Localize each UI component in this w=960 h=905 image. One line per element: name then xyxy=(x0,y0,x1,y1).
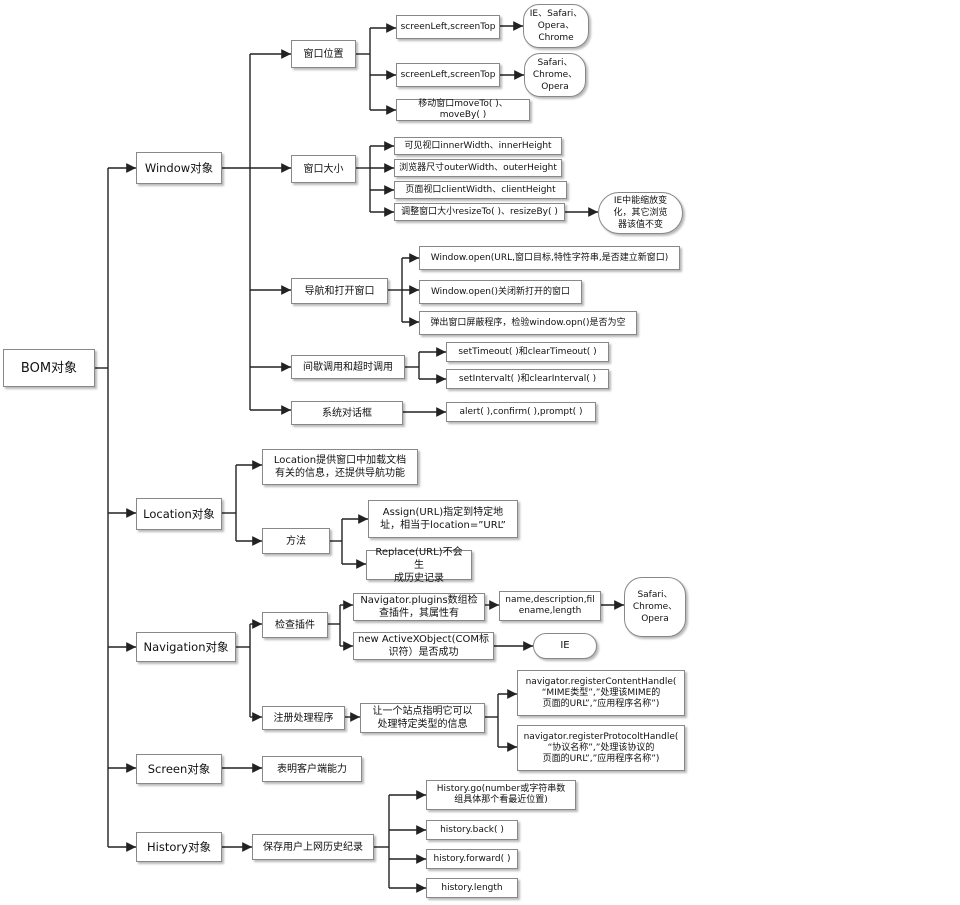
replace-url-node: Replace(URL)不会生 成历史记录 xyxy=(366,547,472,584)
history-length-node: history.length xyxy=(426,878,518,898)
interval-timeout-node: 间歇调用和超时调用 xyxy=(291,355,405,379)
root-node-bom: BOM对象 xyxy=(3,349,95,387)
window-size-node: 窗口大小 xyxy=(291,155,356,183)
window-position-node: 窗口位置 xyxy=(291,40,356,68)
history-forward-node: history.forward( ) xyxy=(426,849,518,869)
location-methods-node: 方法 xyxy=(262,528,330,554)
history-desc-node: 保存用户上网历史纪录 xyxy=(252,834,374,860)
register-handlers-node: 注册处理程序 xyxy=(262,706,345,730)
browsers-ie-safari-opera-chrome-node: IE、Safari、 Opera、 Chrome xyxy=(523,4,589,48)
inner-size-node: 可见视口innerWidth、innerHeight xyxy=(394,137,562,155)
window-open-node: Window.open(URL,窗口目标,特性字符串,是否建立新窗口) xyxy=(419,246,680,270)
register-protocol-handler-node: navigator.registerProtocoltHandle( “协议名称… xyxy=(517,725,685,771)
history-object-node: History对象 xyxy=(136,832,222,862)
location-desc-node: Location提供窗口中加载文档 有关的信息，还提供导航功能 xyxy=(262,449,418,485)
assign-url-node: Assign(URL)指定到特定地 址，相当于location=”URL” xyxy=(368,500,518,538)
client-size-node: 页面视口clientWidth、clientHeight xyxy=(394,181,567,199)
screen-desc-node: 表明客户端能力 xyxy=(262,756,362,782)
screen-object-node: Screen对象 xyxy=(136,754,222,784)
activex-object-node: new ActiveXObject(COM标 识符）是否成功 xyxy=(353,632,494,660)
move-window-node: 移动窗口moveTo( )、moveBy( ) xyxy=(396,99,530,121)
settimeout-node: setTimeout( )和clearTimeout( ) xyxy=(446,342,609,362)
history-back-node: history.back( ) xyxy=(426,820,518,840)
setinterval-node: setIntervalt( )和clearInterval( ) xyxy=(446,369,609,389)
history-go-node: History.go(number或字符串数 组具体那个看最近位置) xyxy=(426,780,576,810)
outer-size-node: 浏览器尺寸outerWidth、outerHeight xyxy=(394,159,562,177)
screenleft-screentop-node-1: screenLeft,screenTop xyxy=(396,15,500,39)
popup-blocker-node: 弹出窗口屏蔽程序，检验window.opn()是否为空 xyxy=(419,311,637,335)
plugin-props-node: name,description,fil ename,length xyxy=(499,591,601,621)
resize-note-node: IE中能缩放变 化，其它浏览 器该值不变 xyxy=(598,192,683,234)
register-content-handler-node: navigator.registerContentHandle( “MIME类型… xyxy=(517,670,685,716)
dialog-methods-node: alert( ),confirm( ),prompt( ) xyxy=(446,402,596,422)
screenleft-screentop-node-2: screenLeft,screenTop xyxy=(396,63,500,87)
navigate-open-window-node: 导航和打开窗口 xyxy=(291,278,388,304)
navigation-object-node: Navigation对象 xyxy=(136,632,236,662)
window-object-node: Window对象 xyxy=(136,152,222,184)
location-object-node: Location对象 xyxy=(136,498,222,530)
window-close-node: Window.open()关闭新打开的窗口 xyxy=(419,280,582,304)
handlers-desc-node: 让一个站点指明它可以 处理特定类型的信息 xyxy=(360,703,485,733)
plugin-browsers-node: Safari、 Chrome、 Opera xyxy=(624,577,686,637)
system-dialogs-node: 系统对话框 xyxy=(291,401,403,425)
resize-node: 调整窗口大小resizeTo( )、resizeBy( ) xyxy=(394,203,565,221)
check-plugins-node: 检查插件 xyxy=(262,612,328,638)
activex-ie-node: IE xyxy=(533,633,597,659)
browsers-safari-chrome-opera-node: Safari、 Chrome、 Opera xyxy=(524,53,586,97)
navigator-plugins-node: Navigator.plugins数组检 查插件，其属性有 xyxy=(353,593,485,621)
